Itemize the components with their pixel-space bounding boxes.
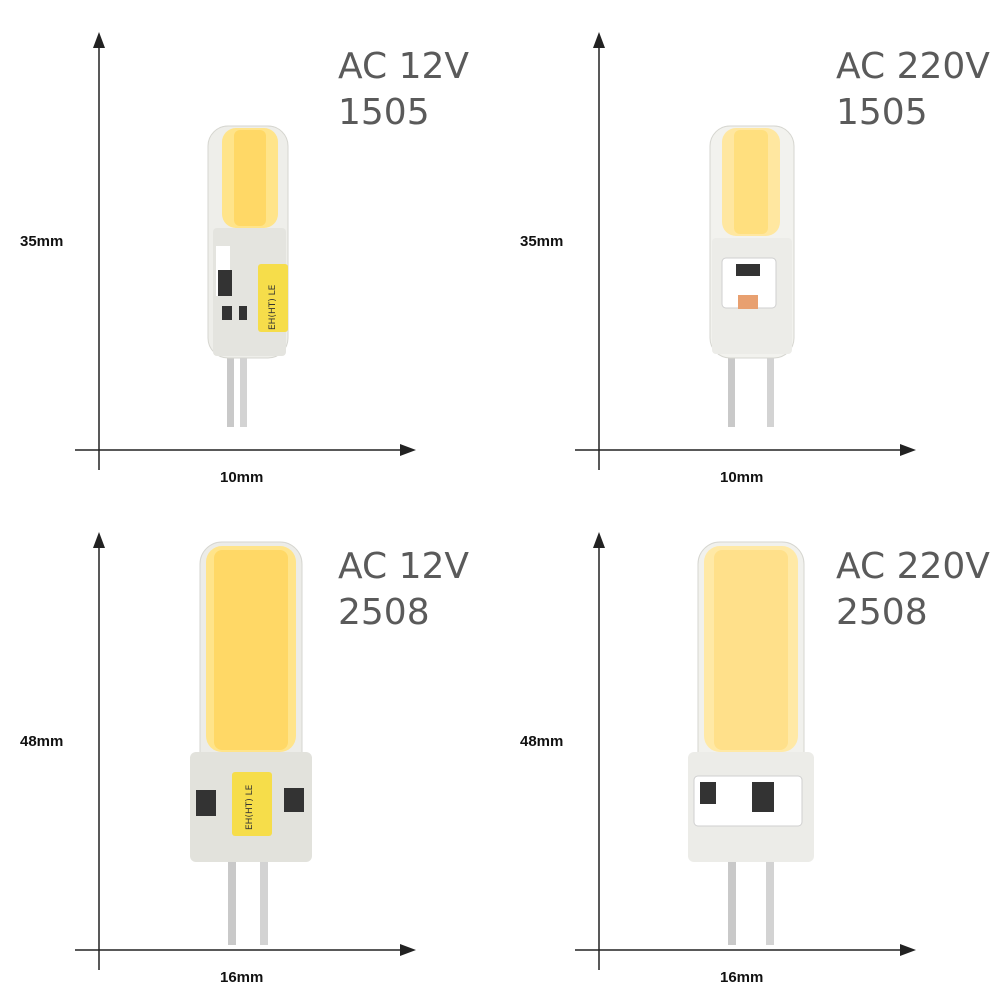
axis-arrow-right-icon (400, 944, 416, 956)
dimension-axes (575, 532, 916, 970)
product-panel-220v-2508: AC 220V 2508 48mm 16mm (500, 500, 1000, 1000)
voltage-label: AC 12V (338, 46, 470, 87)
led-bulb-image (709, 125, 795, 427)
led-bulb-image: EH(HT) LE (207, 125, 289, 427)
led-bulb-image: EH(HT) LE (190, 541, 312, 945)
height-dimension-label: 35mm (520, 233, 564, 250)
axis-arrow-right-icon (900, 944, 916, 956)
voltage-label: AC 220V (836, 546, 990, 587)
axis-arrow-right-icon (900, 444, 916, 456)
width-dimension-label: 10mm (220, 469, 264, 486)
axis-arrow-up-icon (93, 32, 105, 48)
axis-arrow-up-icon (593, 532, 605, 548)
width-dimension-label: 16mm (720, 969, 764, 986)
product-panel-12v-2508: AC 12V 2508 48mm 16mm EH(HT) LE (0, 500, 500, 1000)
model-label: 2508 (338, 592, 430, 633)
product-title: AC 220V 1505 (836, 44, 990, 136)
axis-arrow-up-icon (93, 532, 105, 548)
product-panel-220v-1505: AC 220V 1505 35mm 10mm (500, 0, 1000, 500)
axis-arrow-up-icon (593, 32, 605, 48)
voltage-label: AC 220V (836, 46, 990, 87)
model-label: 2508 (836, 592, 928, 633)
axis-arrow-right-icon (400, 444, 416, 456)
dimension-axes (575, 32, 916, 470)
dimension-axes (75, 532, 416, 970)
width-dimension-label: 16mm (220, 969, 264, 986)
width-dimension-label: 10mm (720, 469, 764, 486)
model-label: 1505 (836, 92, 928, 133)
product-title: AC 12V 1505 (338, 44, 469, 136)
svg-text:EH(HT) LE: EH(HT) LE (245, 784, 255, 830)
height-dimension-label: 48mm (20, 733, 64, 750)
voltage-label: AC 12V (338, 546, 470, 587)
led-bulb-image (688, 541, 814, 945)
dimension-axes (75, 32, 416, 470)
model-label: 1505 (338, 92, 430, 133)
svg-text:EH(HT) LE: EH(HT) LE (268, 284, 278, 330)
height-dimension-label: 48mm (520, 733, 564, 750)
product-title: AC 12V 2508 (338, 544, 469, 636)
height-dimension-label: 35mm (20, 233, 64, 250)
product-panel-12v-1505: AC 12V 1505 35mm 10mm EH(HT) LE (0, 0, 500, 500)
product-title: AC 220V 2508 (836, 544, 990, 636)
